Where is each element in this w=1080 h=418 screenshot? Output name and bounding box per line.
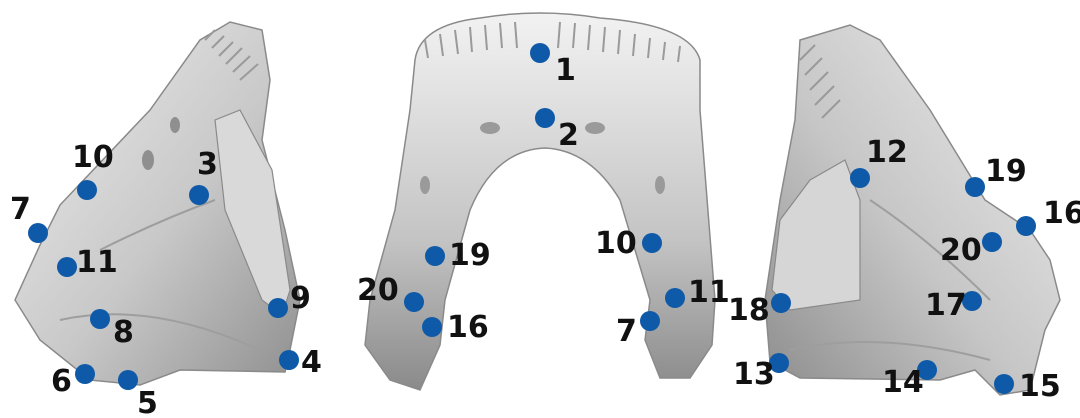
landmark-label-center-16: 16 [447,310,489,345]
left-jaw-view [15,22,300,385]
landmark-center-2[interactable] [535,108,555,128]
center-jaw-foramen [420,176,430,194]
landmark-label-right-14: 14 [882,365,924,400]
landmark-right-12[interactable] [850,168,870,188]
center-jaw-foramen [655,176,665,194]
landmark-center-10[interactable] [642,233,662,253]
landmark-left-11[interactable] [57,257,77,277]
landmark-label-center-2: 2 [558,118,579,153]
landmark-left-7[interactable] [28,223,48,243]
landmark-center-16[interactable] [422,317,442,337]
landmark-label-left-11: 11 [76,245,118,280]
landmark-label-right-18: 18 [728,293,770,328]
center-jaw-foramen [585,122,605,134]
landmark-center-7[interactable] [640,311,660,331]
center-jaw-foramen [480,122,500,134]
landmark-label-right-12: 12 [866,135,908,170]
landmark-label-left-8: 8 [113,315,134,350]
landmark-label-left-9: 9 [290,281,311,316]
landmark-right-18[interactable] [771,293,791,313]
landmark-label-right-20: 20 [940,233,982,268]
landmark-label-center-11: 11 [688,275,730,310]
landmark-right-19[interactable] [965,177,985,197]
landmark-label-left-6: 6 [51,364,72,399]
landmark-left-6[interactable] [75,364,95,384]
landmark-left-3[interactable] [189,185,209,205]
landmark-right-16[interactable] [1016,216,1036,236]
left-jaw-foramen [170,117,180,133]
landmark-label-left-10: 10 [72,140,114,175]
landmark-center-1[interactable] [530,43,550,63]
landmark-label-center-10: 10 [595,226,637,261]
landmark-label-center-19: 19 [449,238,491,273]
landmark-label-right-19: 19 [985,154,1027,189]
landmark-label-right-16: 16 [1043,196,1080,231]
landmark-right-20[interactable] [982,232,1002,252]
landmark-left-4[interactable] [279,350,299,370]
landmark-left-10[interactable] [77,180,97,200]
center-jaw-arch [365,13,715,390]
landmark-label-left-4: 4 [301,345,322,380]
left-jaw-foramen [142,150,154,170]
landmark-center-20[interactable] [404,292,424,312]
landmark-label-right-13: 13 [733,357,775,392]
landmark-center-19[interactable] [425,246,445,266]
right-jaw-view [765,25,1060,395]
landmark-label-right-15: 15 [1019,369,1061,404]
landmark-label-center-7: 7 [616,314,637,349]
landmark-label-left-3: 3 [197,147,218,182]
landmark-left-5[interactable] [118,370,138,390]
landmark-left-8[interactable] [90,309,110,329]
center-jaw-view [365,13,715,390]
landmark-right-15[interactable] [994,374,1014,394]
landmark-label-center-20: 20 [357,273,399,308]
landmark-label-left-5: 5 [137,386,158,418]
landmark-label-center-1: 1 [555,53,576,88]
landmark-label-left-7: 7 [10,192,31,227]
landmark-center-11[interactable] [665,288,685,308]
landmark-label-right-17: 17 [925,288,967,323]
landmark-left-9[interactable] [268,298,288,318]
